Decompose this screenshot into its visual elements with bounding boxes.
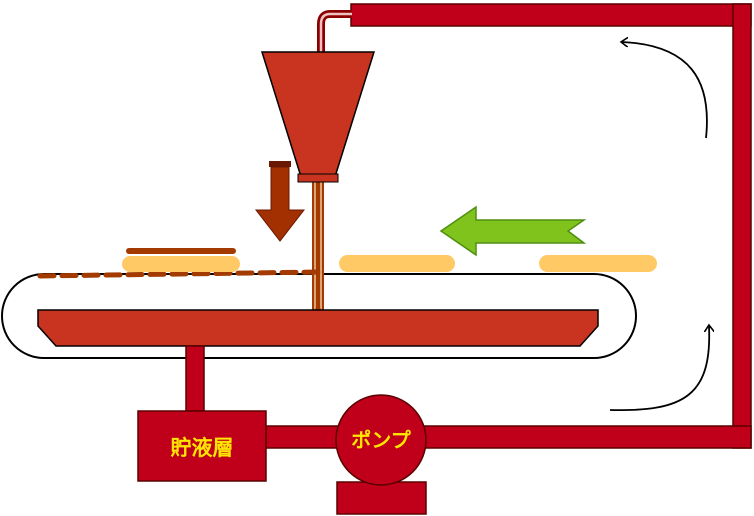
- curved-arrow-icon: [609, 326, 709, 412]
- left-arrow-icon: [439, 205, 587, 257]
- reservoir-tank: 貯液層: [137, 410, 267, 482]
- pump-base: [336, 481, 427, 515]
- reservoir-pipe: [185, 345, 205, 412]
- dough-pieces: [122, 248, 657, 272]
- feed-tube: [317, 10, 352, 55]
- reservoir-label: 貯液層: [171, 436, 234, 460]
- pump-inlet-pipe: [265, 425, 343, 449]
- glaze-trail: [37, 269, 323, 279]
- collection-tray: [37, 309, 599, 347]
- pump-label: ポンプ: [351, 428, 411, 452]
- pump-body: [335, 394, 427, 486]
- down-arrow-icon: [254, 161, 306, 242]
- glaze-stream: [312, 180, 324, 313]
- pump: ポンプ: [335, 394, 427, 515]
- glaze-hopper: [260, 51, 376, 183]
- return-pipe: [350, 3, 752, 449]
- curved-arrow-icon: [622, 42, 708, 139]
